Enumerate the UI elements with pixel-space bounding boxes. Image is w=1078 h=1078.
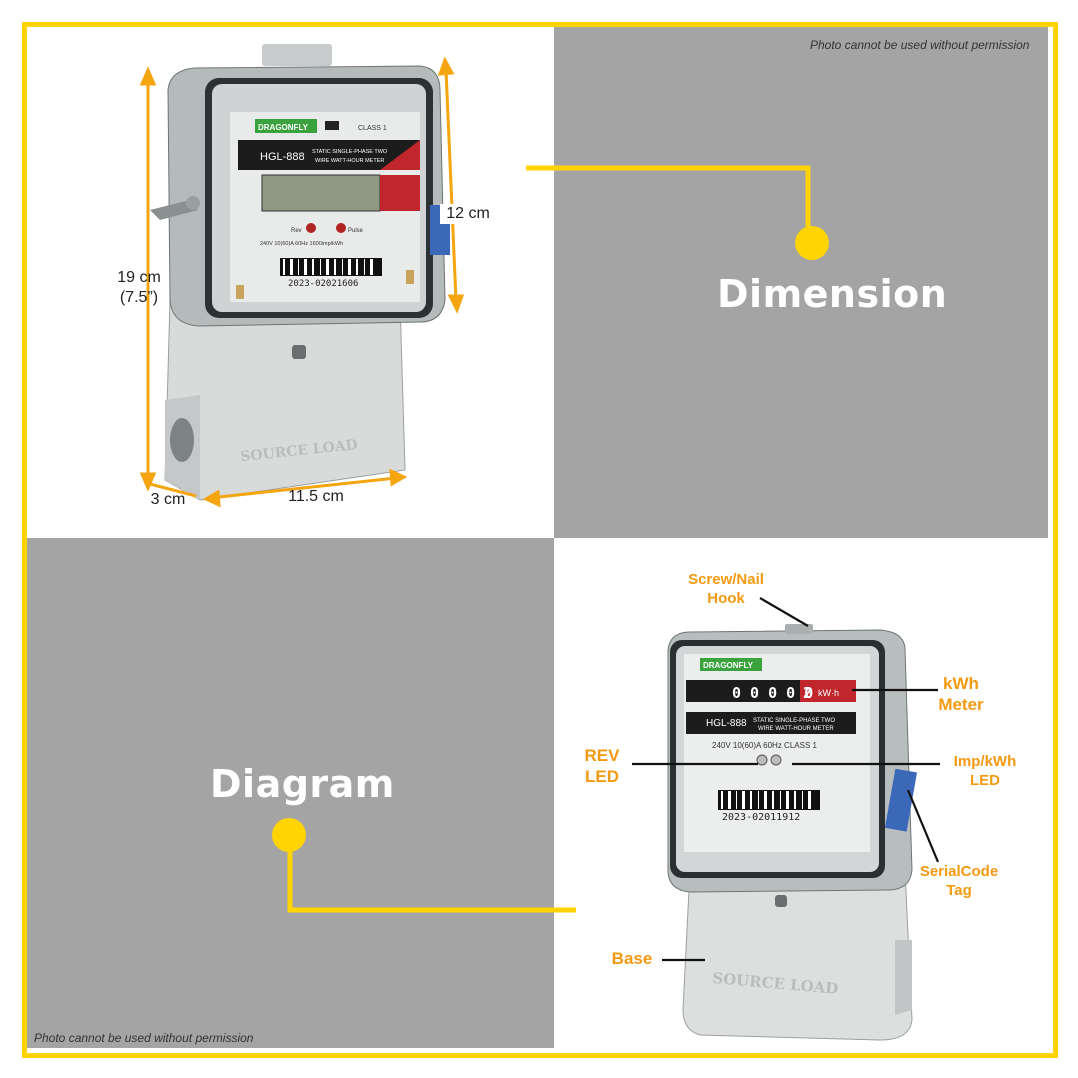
callout-screw-hook: Screw/Nail Hook: [676, 570, 776, 608]
meter-top-desc1: STATIC SINGLE-PHASE TWO: [312, 149, 388, 155]
callout-serial-tag: SerialCode Tag: [912, 862, 1006, 900]
meter-top-pulse: Pulse: [348, 228, 364, 234]
meter-bottom-serial: 2023-02011912: [722, 812, 800, 823]
meter-top-serial: 2023-02021606: [288, 279, 358, 289]
meter-bottom-specs: 240V 10(60)A 60Hz CLASS 1: [712, 741, 818, 750]
meter-top-rev: Rev: [291, 228, 302, 234]
dimension-dot: [795, 226, 829, 260]
meter-top-specs: 240V 10(60)A 60Hz 1600imp/kWh: [260, 241, 343, 247]
width-bottom-label: 11.5 cm: [288, 488, 344, 505]
yellow-frame: [22, 22, 1058, 1058]
meter-bottom-brand: DRAGONFLY: [703, 661, 754, 670]
callout-rev-led-line2: LED: [585, 767, 619, 786]
copyright-note-bottom: Photo cannot be used without permission: [34, 1031, 254, 1045]
callout-imp-led-line2: LED: [970, 772, 1000, 789]
callout-serial-tag-line1: SerialCode: [919, 863, 999, 880]
meter-top-model: HGL-888: [260, 151, 305, 163]
dimension-title-panel: [554, 27, 1048, 538]
connector-lines: [287, 165, 811, 913]
diagram-title: Diagram: [210, 762, 395, 806]
meter-top-class: CLASS 1: [358, 125, 387, 132]
callout-screw-hook-line1: Screw/Nail: [688, 571, 764, 588]
callout-kwh-meter-line1: kWh: [943, 674, 979, 693]
dimension-title: Dimension: [717, 272, 948, 316]
meter-bottom-unit: kW·h: [818, 688, 839, 698]
callout-imp-led: Imp/kWh LED: [938, 752, 1032, 790]
copyright-note-top: Photo cannot be used without permission: [810, 38, 1030, 52]
width-top-label: 12 cm: [440, 204, 496, 224]
meter-bottom-digits: 0 0 0 0 0: [732, 684, 813, 702]
callout-serial-tag-line2: Tag: [946, 882, 972, 899]
callout-lines: [632, 597, 940, 962]
callout-base: Base: [611, 949, 653, 968]
height-cm: 19 cm: [117, 269, 161, 286]
meter-photo-bottom: [667, 624, 918, 1041]
meter-top-desc2: WIRE WATT-HOUR METER: [315, 158, 384, 164]
height-label: 19 cm (7.5”): [110, 268, 168, 308]
callout-kwh-meter-line2: Meter: [938, 695, 984, 714]
meter-top-brand: DRAGONFLY: [258, 123, 309, 132]
meter-bottom-model: HGL-888: [706, 718, 747, 729]
diagram-title-panel: [27, 538, 554, 1048]
callout-kwh-meter: kWh Meter: [924, 673, 998, 715]
meter-bottom-desc1: STATIC SINGLE-PHASE TWO: [753, 718, 835, 724]
depth-label: 3 cm: [150, 491, 186, 508]
meter-bottom-desc2: WIRE WATT-HOUR METER: [758, 726, 834, 732]
callout-rev-led: REV LED: [574, 745, 630, 787]
meter-photo-top: [150, 44, 450, 501]
diagram-dot: [272, 818, 306, 852]
meter-bottom-last-digit: 2: [803, 684, 812, 702]
dimension-arrows: [139, 56, 465, 508]
callout-screw-hook-line2: Hook: [707, 590, 745, 607]
callout-imp-led-line1: Imp/kWh: [953, 753, 1017, 770]
height-in: (7.5”): [119, 289, 159, 306]
callout-rev-led-line1: REV: [584, 746, 620, 765]
